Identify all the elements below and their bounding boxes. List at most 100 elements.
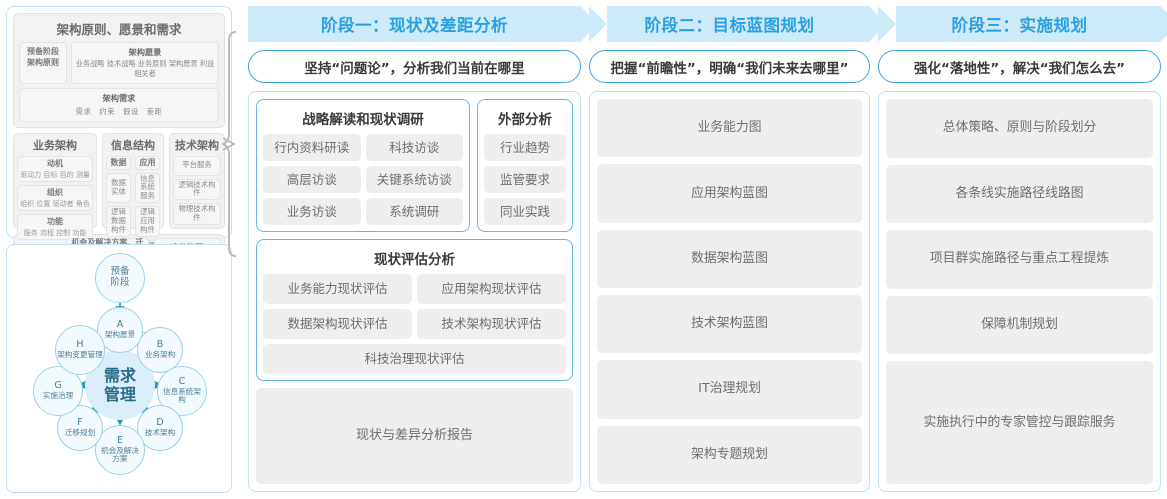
phase-1-column: 阶段一：现状及差距分析 坚持“问题论”，分析我们当前在哪里 战略解读和现状调研 … — [248, 6, 598, 492]
arch-requirements-items: 需求 约束 假设 差距 — [75, 107, 163, 116]
prelim-phase-cell: 预备阶段 架构原则 — [19, 42, 67, 84]
arch-principles-row: 预备阶段 架构原则 架构愿景 业务战略 技术战略 业务原则 架构愿景 利益相关者 — [19, 42, 219, 84]
tech-cell-logical: 逻辑技术构件 — [173, 178, 221, 201]
cell-title: 功能 — [47, 217, 63, 226]
phase-3-header-text: 阶段三：实施规划 — [951, 16, 1088, 35]
chip-it-governance-plan[interactable]: IT治理规划 — [597, 360, 862, 419]
chip-regulatory-requirement[interactable]: 监管要求 — [484, 166, 566, 193]
information-structure-column: 信息结构 数据 数据实体 逻辑数据构件 物理数据构件 应用 信息系统服务 逻辑应… — [102, 133, 164, 271]
application-sub-head: 应用 — [135, 156, 160, 170]
adm-node-a-label: 架构愿景 — [104, 330, 136, 340]
chip-business-interview[interactable]: 业务访谈 — [263, 198, 361, 225]
chip-tech-interview[interactable]: 科技访谈 — [365, 134, 463, 161]
adm-node-prelim-line1: 预备 — [110, 266, 130, 278]
chip-application-arch-blueprint[interactable]: 应用架构蓝图 — [597, 164, 862, 223]
chip-line-roadmap[interactable]: 各条线实施路径线路图 — [886, 164, 1153, 224]
adm-node-b[interactable]: B 业务架构 — [137, 327, 183, 373]
chip-gap-analysis-report[interactable]: 现状与差异分析报告 — [256, 388, 573, 484]
adm-node-c-label: 信息系统架构 — [163, 386, 201, 405]
phase-1-header: 阶段一：现状及差距分析 — [248, 6, 598, 42]
adm-node-d-letter: D — [156, 417, 164, 429]
card-strategy-title: 战略解读和现状调研 — [302, 112, 424, 128]
arch-vision-cell: 架构愿景 业务战略 技术战略 业务原则 架构愿景 利益相关者 — [71, 42, 219, 84]
architecture-columns: 业务架构 动机 驱动力 目标 目的 测量 组织 组织 位置 驱动者 角色 功能 — [13, 133, 225, 271]
phase-2-header-text: 阶段二：目标蓝图规划 — [644, 16, 815, 35]
card-strategy-chips: 行内资料研读 科技访谈 高层访谈 关键系统访谈 业务访谈 系统调研 — [263, 134, 463, 225]
data-cell-entity: 数据实体 — [106, 172, 131, 204]
adm-node-e[interactable]: E 机会及解决方案 — [95, 425, 145, 475]
card-assess-chips: 业务能力现状评估 应用架构现状评估 数据架构现状评估 技术架构现状评估 科技治理… — [263, 274, 566, 374]
phase-3-body: 总体策略、原则与阶段划分 各条线实施路径线路图 项目群实施路径与重点工程提炼 保… — [878, 91, 1161, 492]
phase-3-header: 阶段三：实施规划 — [878, 6, 1167, 42]
left-reference-column: 架构原则、愿景和需求 预备阶段 架构原则 架构愿景 业务战略 技术战略 业务原则… — [6, 6, 232, 493]
data-cell-logical: 逻辑数据构件 — [106, 206, 131, 237]
card-current-state-assessment: 现状评估分析 业务能力现状评估 应用架构现状评估 数据架构现状评估 技术架构现状… — [256, 239, 573, 381]
chip-assurance-mechanism-plan[interactable]: 保障机制规划 — [886, 295, 1153, 355]
chip-row: 业务访谈 系统调研 — [263, 198, 463, 225]
adm-center-line2: 管理 — [103, 385, 136, 404]
chip-data-arch-assessment[interactable]: 数据架构现状评估 — [263, 309, 412, 339]
chip-overall-strategy[interactable]: 总体策略、原则与阶段划分 — [886, 99, 1153, 158]
technology-cells: 平台服务 逻辑技术构件 物理技术构件 — [173, 156, 221, 225]
adm-center-line1: 需求 — [103, 365, 136, 385]
information-structure-head: 信息结构 — [111, 139, 155, 152]
phase-1-subtitle: 坚持“问题论”，分析我们当前在哪里 — [248, 50, 581, 83]
adm-node-h-letter: H — [76, 339, 84, 351]
prelim-phase-line1: 预备阶段 — [27, 47, 59, 56]
chip-program-roadmap[interactable]: 项目群实施路径与重点工程提炼 — [886, 230, 1153, 289]
adm-node-g-label: 实施治理 — [42, 391, 74, 401]
chip-row: 数据架构现状评估 技术架构现状评估 — [263, 309, 566, 339]
chip-expert-control-tracking-service[interactable]: 实施执行中的专家管控与跟踪服务 — [886, 361, 1153, 485]
phase-3-item-list: 总体策略、原则与阶段划分 各条线实施路径线路图 项目群实施路径与重点工程提炼 保… — [886, 99, 1153, 485]
adm-node-h[interactable]: H 架构变更管理 — [55, 325, 105, 375]
app-cell-logical: 逻辑应用构件 — [135, 206, 160, 237]
card-strategy-research: 战略解读和现状调研 行内资料研读 科技访谈 高层访谈 关键系统访谈 业务访谈 系 — [256, 99, 470, 232]
arch-vision-title: 架构愿景 — [128, 47, 162, 57]
phase-2-item-list: 业务能力图 应用架构蓝图 数据架构蓝图 技术架构蓝图 IT治理规划 架构专题规划 — [597, 99, 862, 484]
chip-system-survey[interactable]: 系统调研 — [365, 198, 463, 225]
adm-node-c-letter: C — [178, 376, 186, 388]
business-architecture-column: 业务架构 动机 驱动力 目标 目的 测量 组织 组织 位置 驱动者 角色 功能 — [13, 133, 97, 240]
adm-node-prelim[interactable]: 预备 阶段 — [95, 253, 145, 303]
phase-1-header-text: 阶段一：现状及差距分析 — [321, 16, 508, 35]
technology-architecture-head: 技术架构 — [175, 139, 219, 152]
phase-2-column: 阶段二：目标蓝图规划 把握“前瞻性”，明确“我们未来去哪里” 业务能力图 应用架… — [589, 6, 887, 492]
prelim-phase-line2: 架构原则 — [27, 57, 59, 67]
chip-row: 高层访谈 关键系统访谈 — [263, 166, 463, 193]
chip-tech-arch-assessment[interactable]: 技术架构现状评估 — [417, 309, 566, 339]
arch-requirements-title: 架构需求 — [102, 93, 136, 103]
chip-arch-topic-plan[interactable]: 架构专题规划 — [597, 425, 862, 484]
card-assess-title: 现状评估分析 — [374, 252, 455, 268]
phase-2-header: 阶段二：目标蓝图规划 — [589, 6, 887, 42]
business-cell-organization: 组织 组织 位置 驱动者 角色 — [17, 185, 93, 211]
chip-peer-practice[interactable]: 同业实践 — [484, 198, 566, 225]
phase-1-report-row: 现状与差异分析报告 — [256, 388, 573, 484]
adm-node-f-letter: F — [77, 417, 83, 429]
chip-industry-trend[interactable]: 行业趋势 — [484, 134, 566, 161]
chip-exec-interview[interactable]: 高层访谈 — [263, 166, 361, 193]
adm-node-b-label: 业务架构 — [144, 350, 176, 360]
chip-it-governance-assessment[interactable]: 科技治理现状评估 — [263, 344, 566, 374]
chip-business-capability-map[interactable]: 业务能力图 — [597, 99, 862, 158]
phase-1-body: 战略解读和现状调研 行内资料研读 科技访谈 高层访谈 关键系统访谈 业务访谈 系 — [248, 91, 581, 492]
adm-node-h-label: 架构变更管理 — [57, 350, 103, 360]
tech-cell-platform: 平台服务 — [173, 156, 221, 176]
chip-business-capability-assessment[interactable]: 业务能力现状评估 — [263, 274, 412, 304]
adm-node-d[interactable]: D 技术架构 — [137, 405, 183, 451]
business-cell-function: 功能 服务 流程 控制 功能 — [17, 214, 93, 240]
adm-node-a-letter: A — [116, 319, 124, 331]
adm-node-b-letter: B — [156, 339, 164, 351]
chip-key-system-interview[interactable]: 关键系统访谈 — [365, 166, 463, 193]
chip-tech-arch-blueprint[interactable]: 技术架构蓝图 — [597, 294, 862, 354]
card-external-chips: 行业趋势 监管要求 同业实践 — [484, 134, 566, 225]
adm-node-f-label: 迁移规划 — [64, 428, 96, 438]
phase-2-subtitle: 把握“前瞻性”，明确“我们未来去哪里” — [589, 50, 870, 83]
chip-data-arch-blueprint[interactable]: 数据架构蓝图 — [597, 229, 862, 288]
chip-row: 业务能力现状评估 应用架构现状评估 — [263, 274, 566, 304]
chip-internal-docs[interactable]: 行内资料研读 — [263, 134, 361, 161]
tech-cell-physical: 物理技术构件 — [173, 203, 221, 225]
phase-3-subtitle: 强化“落地性”，解决“我们怎么去” — [878, 50, 1161, 83]
adm-node-prelim-line2: 阶段 — [110, 277, 130, 288]
chip-application-arch-assessment[interactable]: 应用架构现状评估 — [417, 274, 566, 304]
